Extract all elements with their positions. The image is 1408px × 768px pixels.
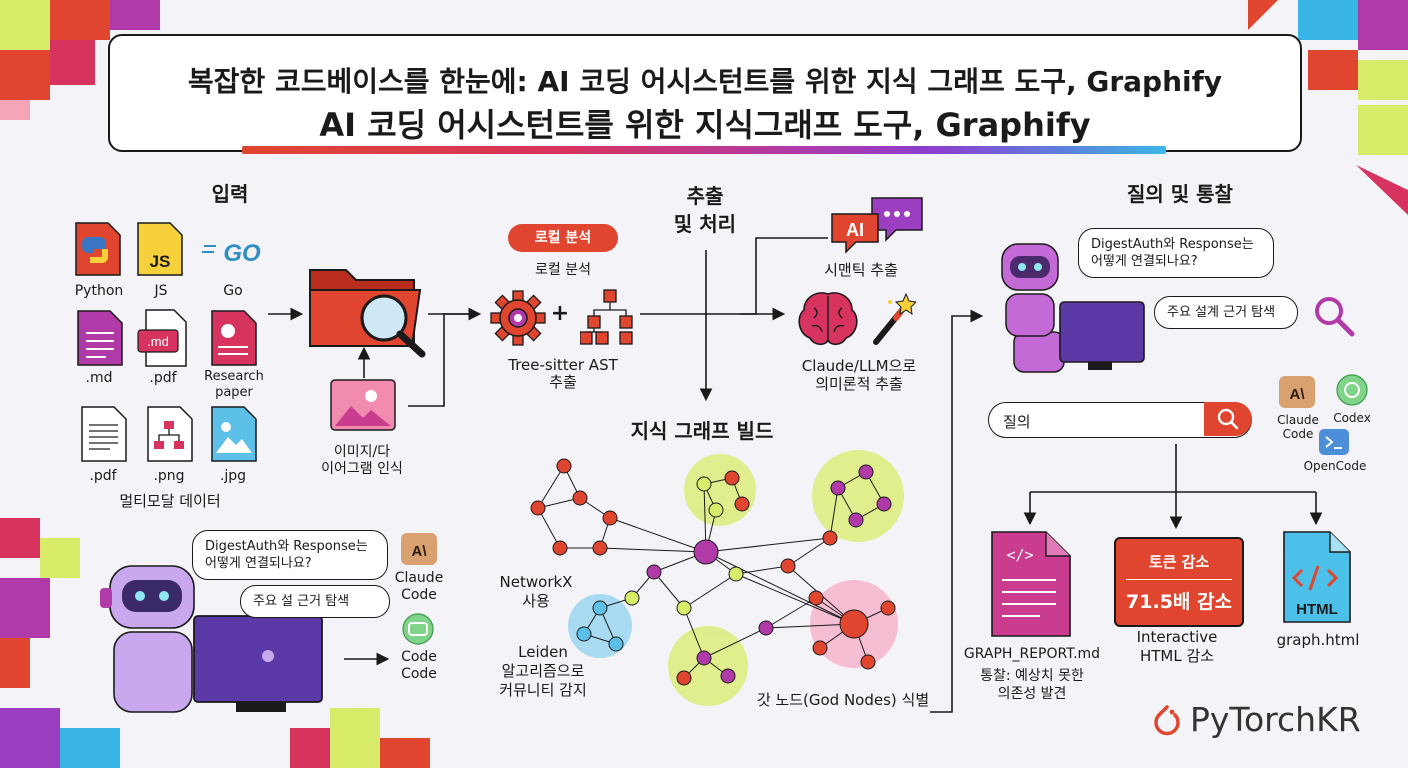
brain-icon — [798, 292, 858, 346]
extract-header: 추출 및 처리 — [673, 184, 737, 236]
multimodal-data-label: 멀티모달 데이터 — [119, 492, 221, 510]
go-logo: GO — [223, 240, 261, 267]
folder-search-icon — [309, 269, 426, 358]
title-underline — [242, 146, 1166, 154]
svg-text:HTML: HTML — [1296, 601, 1338, 618]
corner-decoration-top-left — [0, 0, 160, 120]
claude-llm-label: Claude/LLM으로 의미론적 추출 — [801, 357, 917, 393]
file-label-pdf: .pdf — [149, 370, 177, 386]
pytorch-logo-icon — [1154, 705, 1180, 736]
bottom-tool-code: Code Code — [401, 649, 437, 682]
token-reduction-value: 71.5배 감소 — [1126, 591, 1232, 613]
interactive-html-label: Interactive HTML 감소 — [1136, 628, 1218, 665]
title-box: 복잡한 코드베이스를 한눈에: AI 코딩 어시스턴트를 위한 지식 그래프 도… — [108, 34, 1302, 152]
file-label-research-paper: Research paper — [204, 369, 264, 400]
codex-logo-icon — [1336, 374, 1368, 406]
graph-header: 지식 그래프 빌드 — [630, 419, 774, 443]
corner-decoration-bottom-mid — [290, 708, 430, 768]
corner-decoration-top-right — [1248, 0, 1408, 215]
page-title: 복잡한 코드베이스를 한눈에: AI 코딩 어시스턴트를 위한 지식 그래프 도… — [187, 65, 1223, 98]
semantic-extract-label: 시맨틱 추출 — [824, 261, 898, 279]
page-subtitle: AI 코딩 어시스턴트를 위한 지식그래프 도구, Graphify — [319, 106, 1091, 144]
magic-wand-icon — [873, 292, 916, 345]
file-label-png: .png — [153, 468, 185, 484]
md-file-icon — [77, 310, 123, 366]
code-logo-icon — [402, 613, 434, 645]
token-card-divider — [1126, 579, 1232, 580]
god-nodes-label: 갓 노드(God Nodes) 식별 — [756, 691, 930, 709]
query-header: 질의 및 통찰 — [1127, 182, 1233, 206]
opencode-logo-icon — [1319, 429, 1349, 455]
report-file-label: GRAPH_REPORT.md — [963, 646, 1101, 662]
gear-icon — [490, 290, 546, 346]
plus-sign: + — [550, 301, 570, 326]
js-logo: JS — [150, 252, 171, 271]
ast-tree-icon — [580, 289, 633, 345]
file-label-md: .md — [85, 370, 113, 386]
robot-at-computer-left — [100, 565, 323, 713]
html-file-label: graph.html — [1276, 631, 1360, 649]
claude-logo-icon: A\ — [401, 533, 437, 565]
search-magnifier-icon — [1315, 297, 1355, 337]
file-label-pdf-2: .pdf — [89, 468, 117, 484]
query-search-box[interactable]: 질의 — [988, 402, 1252, 438]
input-header: 입력 — [211, 182, 249, 206]
png-file-icon — [147, 406, 193, 462]
local-analysis-pill: 로컬 분석 — [508, 224, 618, 252]
html-file-icon: HTML — [1283, 531, 1351, 623]
file-label-python: Python — [74, 283, 124, 299]
file-label-go: Go — [223, 283, 243, 299]
image-recognition-label: 이미지/다 이어그램 인식 — [321, 444, 403, 477]
robot-at-computer-right — [1001, 243, 1145, 373]
svg-text:A\: A\ — [412, 543, 428, 560]
claude-code-logo-icon: A\ — [1279, 376, 1315, 408]
networkx-label: NetworkX 사용 — [499, 573, 573, 610]
search-icon — [1217, 408, 1239, 430]
bottom-tool-claude: Claude Code — [394, 570, 444, 603]
jpg-file-icon — [211, 406, 257, 462]
svg-text:AI: AI — [846, 220, 864, 240]
js-file-icon: JS — [137, 222, 183, 276]
pdf-md-file-icon: .md — [137, 309, 187, 367]
svg-text:</>: </> — [1006, 546, 1033, 564]
research-paper-icon — [211, 310, 257, 366]
report-file-icon: </> — [991, 531, 1071, 637]
query-bubble-explore: 주요 설계 근거 탐색 — [1154, 296, 1298, 329]
query-bubble-question: DigestAuth와 Response는 어떻게 연결되나요? — [1078, 228, 1274, 278]
report-desc: 통찰: 예상치 못한 의존성 발견 — [980, 668, 1084, 702]
search-button[interactable] — [1204, 402, 1252, 436]
token-reduction-label: 토큰 감소 — [1148, 553, 1210, 571]
pdf-file-icon — [81, 406, 127, 462]
bottom-bubble-explore: 주요 설 근거 탐색 — [240, 585, 390, 618]
search-input[interactable]: 질의 — [1003, 413, 1031, 431]
tool-opencode: OpenCode — [1303, 459, 1367, 473]
svg-text:.md: .md — [147, 334, 169, 349]
svg-text:A\: A\ — [1290, 386, 1306, 403]
bottom-bubble-question: DigestAuth와 Response는 어떻게 연결되나요? — [192, 530, 388, 580]
tool-claude-code: Claude Code — [1277, 413, 1319, 441]
knowledge-graph — [530, 450, 904, 706]
tool-codex: Codex — [1333, 411, 1371, 425]
file-label-js: JS — [154, 283, 168, 299]
python-file-icon — [75, 222, 121, 276]
image-file-icon — [330, 379, 396, 431]
leiden-label: Leiden 알고리즘으로 커뮤니티 감지 — [499, 643, 587, 699]
token-reduction-card: 토큰 감소 71.5배 감소 — [1114, 537, 1244, 627]
corner-decoration-bottom-left — [0, 518, 120, 768]
ai-chat-icon: AI — [831, 197, 923, 254]
local-analysis-label: 로컬 분석 — [535, 262, 591, 278]
go-icon: GO — [202, 240, 261, 267]
file-label-jpg: .jpg — [219, 468, 247, 484]
brand-name: PyTorchKR — [1190, 700, 1361, 739]
tree-sitter-ast-label: Tree-sitter AST 추출 — [508, 356, 618, 391]
